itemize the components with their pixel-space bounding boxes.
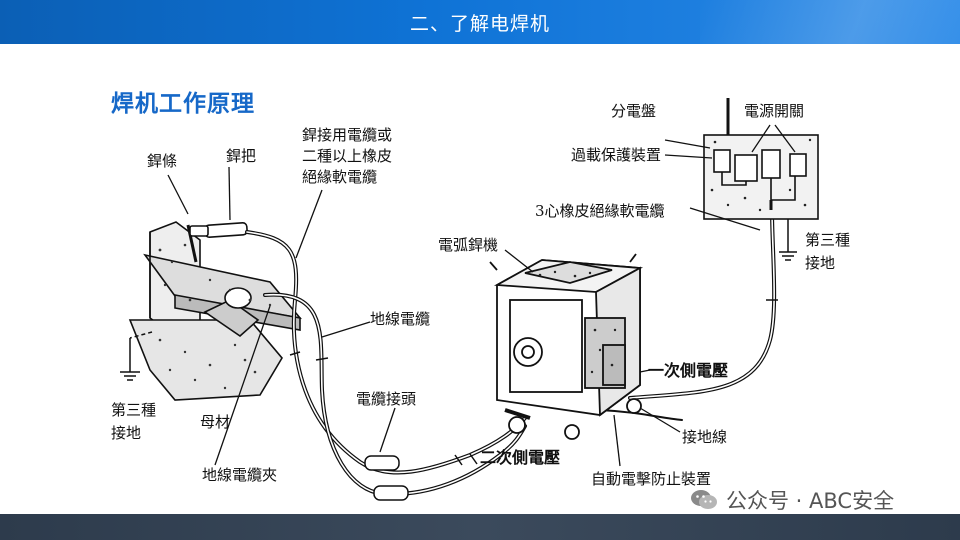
electrode-holder (186, 222, 248, 263)
cables (245, 208, 777, 497)
watermark-text: 公众号 · ABC安全 (726, 489, 895, 513)
right-ground-symbol (779, 219, 797, 261)
distribution-panel-drawing (703, 98, 819, 220)
label-distribution-panel: 分電盤 (611, 102, 656, 120)
wechat-icon (691, 490, 717, 509)
label-third-ground-left-2: 接地 (111, 424, 141, 442)
label-ground-clamp: 地線電纜夾 (202, 466, 277, 484)
base-metal-texture (158, 243, 272, 390)
label-secondary-voltage: 二次側電壓 (480, 448, 560, 467)
label-overload-protection: 過載保護裝置 (571, 146, 661, 164)
section-title: 焊机工作原理 (111, 91, 255, 117)
page-title: 二、了解电焊机 (409, 13, 550, 35)
welder-texture (538, 270, 617, 374)
arc-welder-drawing (489, 253, 644, 440)
label-welding-cable-2: 二種以上橡皮 (302, 147, 392, 165)
label-welding-cable-1: 銲接用電纜或 (302, 126, 392, 144)
base-metal-drawing (128, 221, 303, 401)
label-arc-welder: 電弧銲機 (438, 236, 498, 254)
label-third-ground-right-1: 第三種 (805, 231, 850, 249)
label-third-ground-left-1: 第三種 (111, 401, 156, 419)
label-holder: 銲把 (226, 147, 256, 165)
label-ground-cable: 地線電纜 (370, 310, 430, 328)
cable-joints (289, 299, 778, 501)
label-auto-shock-prevention: 自動電擊防止裝置 (591, 470, 711, 488)
label-third-ground-right-2: 接地 (805, 254, 835, 272)
label-cable-joint: 電纜接頭 (356, 390, 416, 408)
label-primary-voltage: 一次側電壓 (648, 361, 728, 380)
footer-bar (0, 514, 960, 540)
label-welding-cable-3: 絕緣軟電纜 (302, 168, 377, 186)
label-three-core-cable: 3心橡皮絕緣軟電纜 (535, 202, 665, 220)
label-grounding-wire: 接地線 (682, 428, 727, 446)
left-ground-symbol (120, 331, 153, 381)
header-bar: 二、了解电焊机 (0, 0, 960, 44)
header-sheen (700, 0, 960, 44)
label-electrode: 銲條 (147, 152, 177, 170)
panel-texture (710, 138, 812, 212)
watermark: 公众号 · ABC安全 (690, 485, 894, 515)
label-base-metal: 母材 (200, 413, 230, 431)
leader-lines (167, 124, 796, 467)
label-power-switch: 電源開關 (744, 102, 804, 120)
